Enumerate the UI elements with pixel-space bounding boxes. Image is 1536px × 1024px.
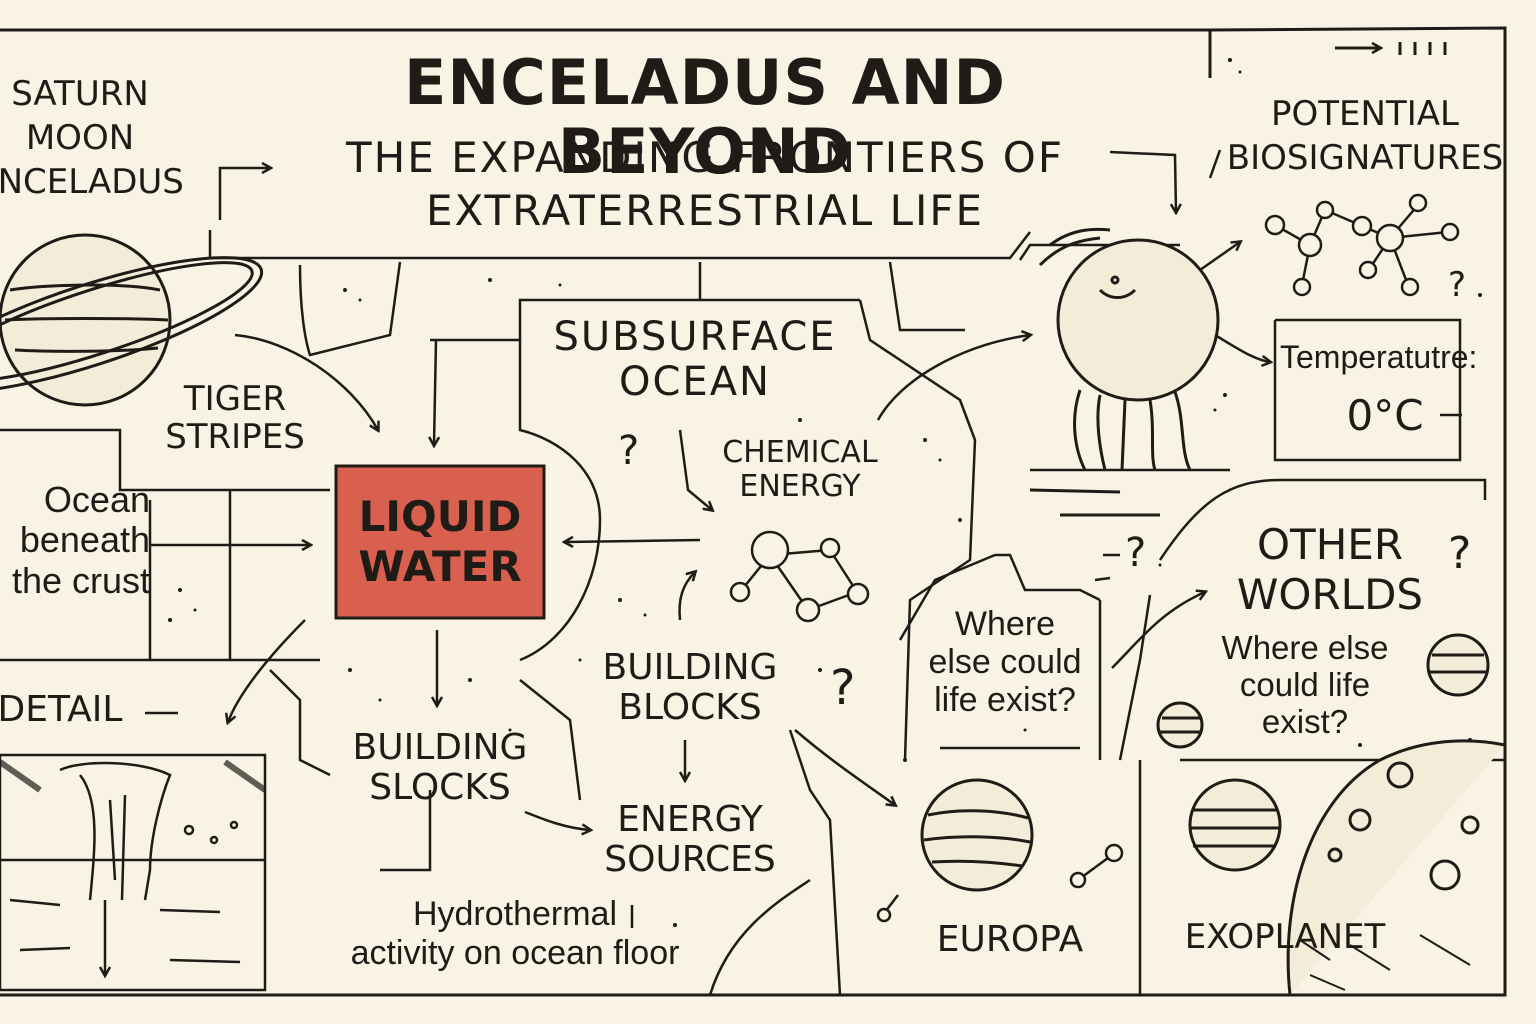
label-exoplanet: EXOPLANET (1184, 917, 1386, 957)
liquid-water-box (334, 464, 546, 620)
question-mark: ? (1448, 265, 1467, 305)
question-mark: ? (830, 660, 856, 716)
label-europa: EUROPA (936, 919, 1084, 960)
molecule-center (729, 530, 870, 623)
europa-planet (920, 778, 1034, 892)
small-planet-left (1156, 701, 1204, 749)
label-liquid-water: LIQUID WATER (358, 492, 522, 592)
geyser-detail-drawing (0, 753, 267, 992)
stipple-dots (168, 58, 1482, 927)
molecule-biosignatures (1264, 193, 1460, 297)
diagram-title: ENCELADUS AND BEYOND (404, 46, 1006, 189)
small-dashes (145, 413, 1462, 928)
europa-connectors (876, 843, 1124, 923)
label-where-else-right: Where else could life exist? (1221, 629, 1389, 740)
striped-planet (1188, 778, 1282, 872)
label-chemical-energy: CHEMICAL ENERGY (722, 435, 878, 504)
diagram-subtitle: THE EXPANDING FRONTIERS OF EXTRATERRESTR… (345, 133, 1065, 235)
label-ocean-beneath: Ocean beneath the crust (11, 479, 150, 601)
enceladus-drawing (1029, 227, 1220, 517)
label-building-blocks-center: BUILDING BLOCKS (602, 647, 778, 729)
top-right-dashes (1335, 42, 1447, 55)
question-mark: ? (1125, 530, 1147, 576)
label-building-blocks-left: BUILDING SLOCKS (352, 727, 528, 809)
question-mark: ? (618, 428, 640, 474)
label-subsurface-ocean: SUBSURFACE OCEAN (553, 314, 837, 405)
arrows (150, 150, 1270, 830)
label-detail: DETAIL (0, 689, 123, 730)
label-tiger-stripes: TIGER STRIPES (165, 379, 305, 458)
saturn-drawing (0, 233, 264, 407)
label-other-worlds: OTHER WORLDS (1236, 520, 1424, 620)
label-hydrothermal: Hydrothermal activity on ocean floor (350, 895, 680, 973)
label-where-else-box: Where else could life exist? (928, 605, 1082, 720)
exoplanet-surface (1286, 739, 1506, 996)
label-saturn-moon: SATURN MOON ENCELADUS (0, 74, 184, 203)
label-temperature-value: 0°C (1346, 391, 1424, 440)
label-potential-biosignatures: POTENTIAL BIOSIGNATURES (1226, 94, 1504, 179)
label-temperature: Temperatutre: (1280, 339, 1478, 375)
panel-lines (0, 149, 1505, 996)
outer-frame (0, 26, 1507, 997)
small-planet-right (1426, 633, 1490, 697)
planets-drawing (920, 633, 1506, 996)
question-mark: ? (1448, 528, 1472, 579)
label-energy-sources: ENERGY SOURCES (604, 799, 776, 881)
